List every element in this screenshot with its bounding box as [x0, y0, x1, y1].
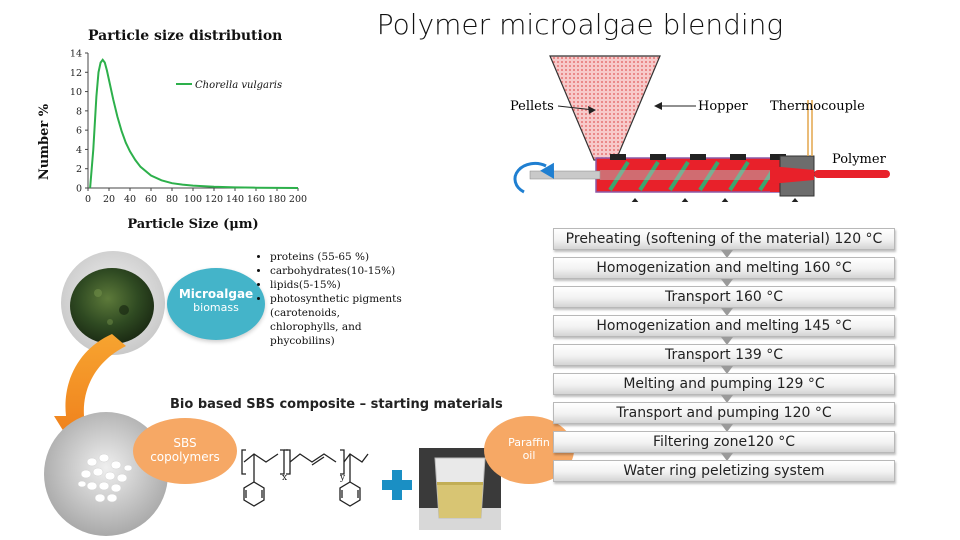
process-step: Preheating (softening of the material) 1… — [553, 228, 895, 250]
process-step: Homogenization and melting 145 °C — [553, 315, 895, 337]
orange-curved-arrow — [54, 334, 126, 448]
sbs-copolymers-bubble: SBS copolymers — [133, 418, 237, 484]
down-arrow-icon — [721, 395, 733, 403]
x-tick-label: 60 — [145, 194, 157, 205]
x-tick-label: 40 — [124, 194, 136, 205]
x-tick-label: 140 — [226, 194, 244, 205]
hopper-shape — [549, 55, 661, 161]
hopper-label: Hopper — [698, 99, 749, 114]
x-tick-label: 120 — [205, 194, 223, 205]
y-tick-label: 14 — [70, 49, 82, 60]
down-arrow-icon — [721, 424, 733, 432]
polymer-label: Polymer — [832, 152, 887, 167]
component-item: proteins (55-65 %) — [270, 250, 408, 264]
process-step: Melting and pumping 129 °C — [553, 373, 895, 395]
microalgae-label: Microalgae — [178, 287, 254, 301]
oil-label: oil — [522, 449, 536, 462]
x-tick-label: 0 — [85, 194, 91, 205]
down-arrow-icon — [721, 279, 733, 287]
down-arrow-icon — [721, 337, 733, 345]
biomass-label: biomass — [193, 301, 239, 314]
extruder-diagram: Pellets Hopper Thermocouple Polymer — [510, 55, 890, 202]
y-tick-label: 2 — [76, 164, 82, 175]
materials-heading: Bio based SBS composite – starting mater… — [170, 397, 503, 412]
y-tick-label: 10 — [70, 87, 82, 98]
process-step: Filtering zone120 °C — [553, 431, 895, 453]
y-tick-label: 6 — [76, 126, 82, 137]
x-tick-label: 100 — [184, 194, 202, 205]
x-tick-label: 80 — [166, 194, 178, 205]
pellets-label: Pellets — [510, 99, 554, 114]
y-tick-label: 0 — [76, 184, 82, 195]
microalgae-components-list: proteins (55-65 %) carbohydrates(10-15%)… — [258, 250, 408, 348]
slide-title: Polymer microalgae blending — [376, 8, 784, 41]
copolymers-label: copolymers — [150, 450, 220, 464]
chorella-curve-line — [89, 58, 299, 189]
down-arrow-icon — [721, 308, 733, 316]
sbs-label: SBS — [173, 436, 197, 450]
down-arrow-icon — [721, 366, 733, 374]
y-tick-label: 8 — [76, 106, 82, 117]
x-tick-label: 200 — [289, 194, 307, 205]
chart-legend: Chorella vulgaris — [176, 80, 282, 91]
microalgae-biomass-bubble: Microalgae biomass — [167, 268, 265, 340]
process-step: Transport and pumping 120 °C — [553, 402, 895, 424]
plus-icon — [382, 470, 412, 500]
microalgae-powder-photo — [61, 251, 165, 355]
x-tick-label: 20 — [103, 194, 115, 205]
process-step: Transport 160 °C — [553, 286, 895, 308]
component-item: photosynthetic pigments (carotenoids, ch… — [270, 292, 408, 348]
chart-title: Particle size distribution — [88, 28, 283, 44]
sbs-chemical-structure: x y — [241, 449, 369, 507]
component-item: carbohydrates(10-15%) — [270, 264, 408, 278]
x-tick-label: 160 — [247, 194, 265, 205]
x-tick-label: 180 — [268, 194, 286, 205]
y-axis-label: Number % — [37, 103, 52, 180]
down-arrow-icon — [721, 453, 733, 461]
subscript-y: y — [339, 473, 346, 483]
process-step: Transport 139 °C — [553, 344, 895, 366]
down-arrow-icon — [721, 250, 733, 258]
y-tick-label: 4 — [76, 145, 82, 156]
paraffin-label: Paraffin — [508, 436, 550, 449]
process-step: Homogenization and melting 160 °C — [553, 257, 895, 279]
component-item: lipids(5-15%) — [270, 278, 408, 292]
x-axis-label: Particle Size (μm) — [127, 217, 258, 232]
thermocouple-label: Thermocouple — [770, 99, 865, 114]
y-tick-label: 12 — [70, 68, 82, 79]
process-step: Water ring peletizing system — [553, 460, 895, 482]
subscript-x: x — [282, 473, 287, 483]
legend-label: Chorella vulgaris — [195, 80, 282, 91]
